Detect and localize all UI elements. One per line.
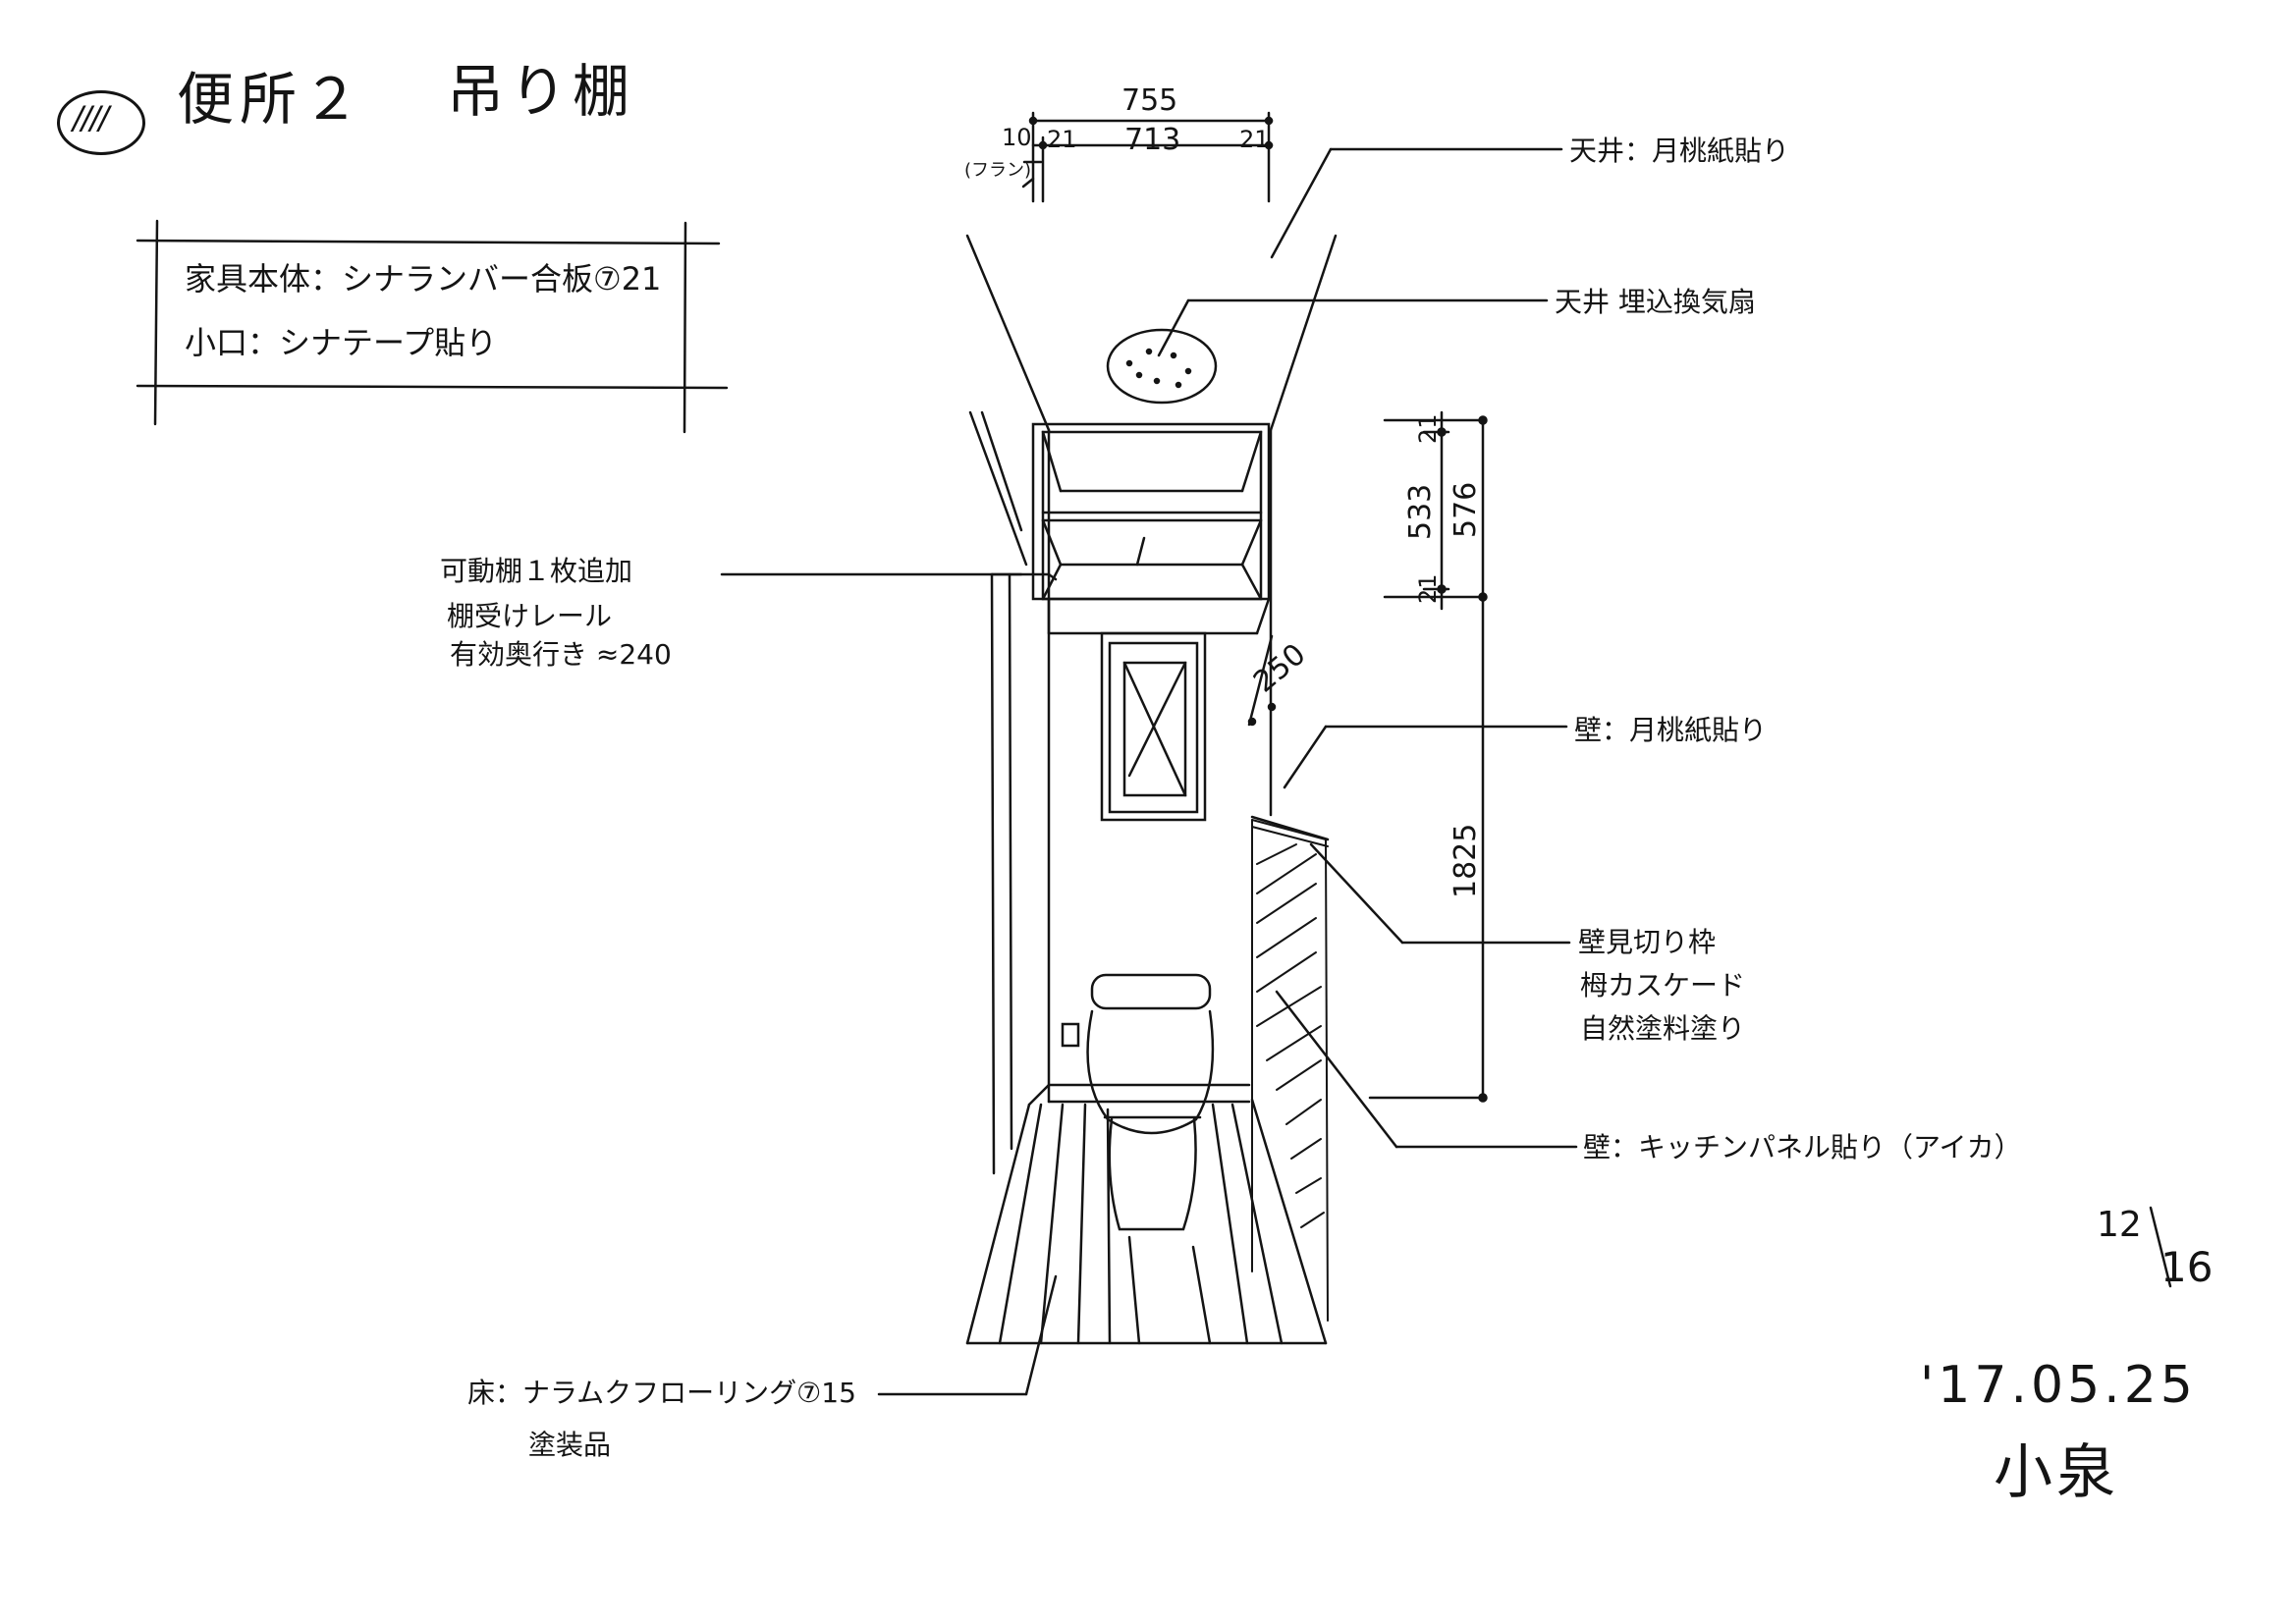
wall-panel-hatching <box>1251 819 1329 1322</box>
leader-lines <box>720 147 1578 1396</box>
dim-overall-width: 755 <box>1121 83 1178 118</box>
spec-line-body: 家具本体：シナランバー合板⑦21 <box>185 260 662 298</box>
note-fan: 天井 埋込換気扇 <box>1555 286 1756 318</box>
depth-dimension-line <box>1247 634 1277 727</box>
date-mark-slash <box>2149 1206 2172 1288</box>
hanging-cabinet <box>1031 422 1271 635</box>
toilet <box>1061 973 1215 1231</box>
date-mark-denominator: 16 <box>2160 1243 2214 1291</box>
dim-flange: 10 <box>1002 124 1032 151</box>
window <box>1100 631 1207 822</box>
dim-top-board: 21 <box>1414 413 1442 444</box>
signature-name: 小泉 <box>1994 1438 2119 1507</box>
ceiling-fan-symbol <box>1106 328 1218 405</box>
date-mark-numerator: 12 <box>2097 1205 2142 1245</box>
title-item: 吊り棚 <box>447 58 636 125</box>
note-frame-1: 壁見切り枠 <box>1578 926 1717 958</box>
note-shelf-1: 可動棚１枚追加 <box>440 555 633 587</box>
spec-box-frame <box>136 219 729 434</box>
dim-inner-height: 533 <box>1403 483 1438 540</box>
note-floor-2: 塗装品 <box>528 1429 612 1461</box>
floor-planks <box>965 1083 1328 1345</box>
dim-flange-note: (フラン) <box>964 160 1032 181</box>
dim-cabinet-height: 576 <box>1449 481 1483 538</box>
title-room: 便所２ <box>177 66 366 133</box>
note-shelf-2: 棚受けレール <box>447 600 613 632</box>
drawing-number-mark: //// <box>73 99 109 136</box>
signature-date: '17.05.25 <box>1920 1356 2197 1415</box>
dim-left-side: 21 <box>1047 126 1077 153</box>
note-frame-2: 栂カスケード <box>1580 969 1746 1001</box>
note-floor-1: 床：ナラムクフローリング⑦15 <box>467 1377 856 1409</box>
spec-line-edge: 小口：シナテープ貼り <box>185 324 498 361</box>
note-frame-3: 自然塗料塗り <box>1580 1012 1746 1045</box>
top-dimension-lines <box>1021 111 1274 203</box>
note-wall-1: 壁：月桃紙貼り <box>1574 714 1768 746</box>
dim-right-side: 21 <box>1239 126 1270 153</box>
dim-bottom-board: 21 <box>1414 573 1442 604</box>
room-walls <box>965 234 1338 1175</box>
note-shelf-3: 有効奥行き ≈240 <box>450 638 672 671</box>
drawing-number-circle <box>57 90 145 155</box>
dim-floor-to-cabinet: 1825 <box>1449 823 1483 898</box>
note-ceiling: 天井：月桃紙貼り <box>1569 135 1790 167</box>
dim-inner-width: 713 <box>1124 123 1181 157</box>
note-wall-2: 壁：キッチンパネル貼り（アイカ） <box>1583 1131 2022 1163</box>
right-dimension-lines <box>1368 410 1488 1103</box>
